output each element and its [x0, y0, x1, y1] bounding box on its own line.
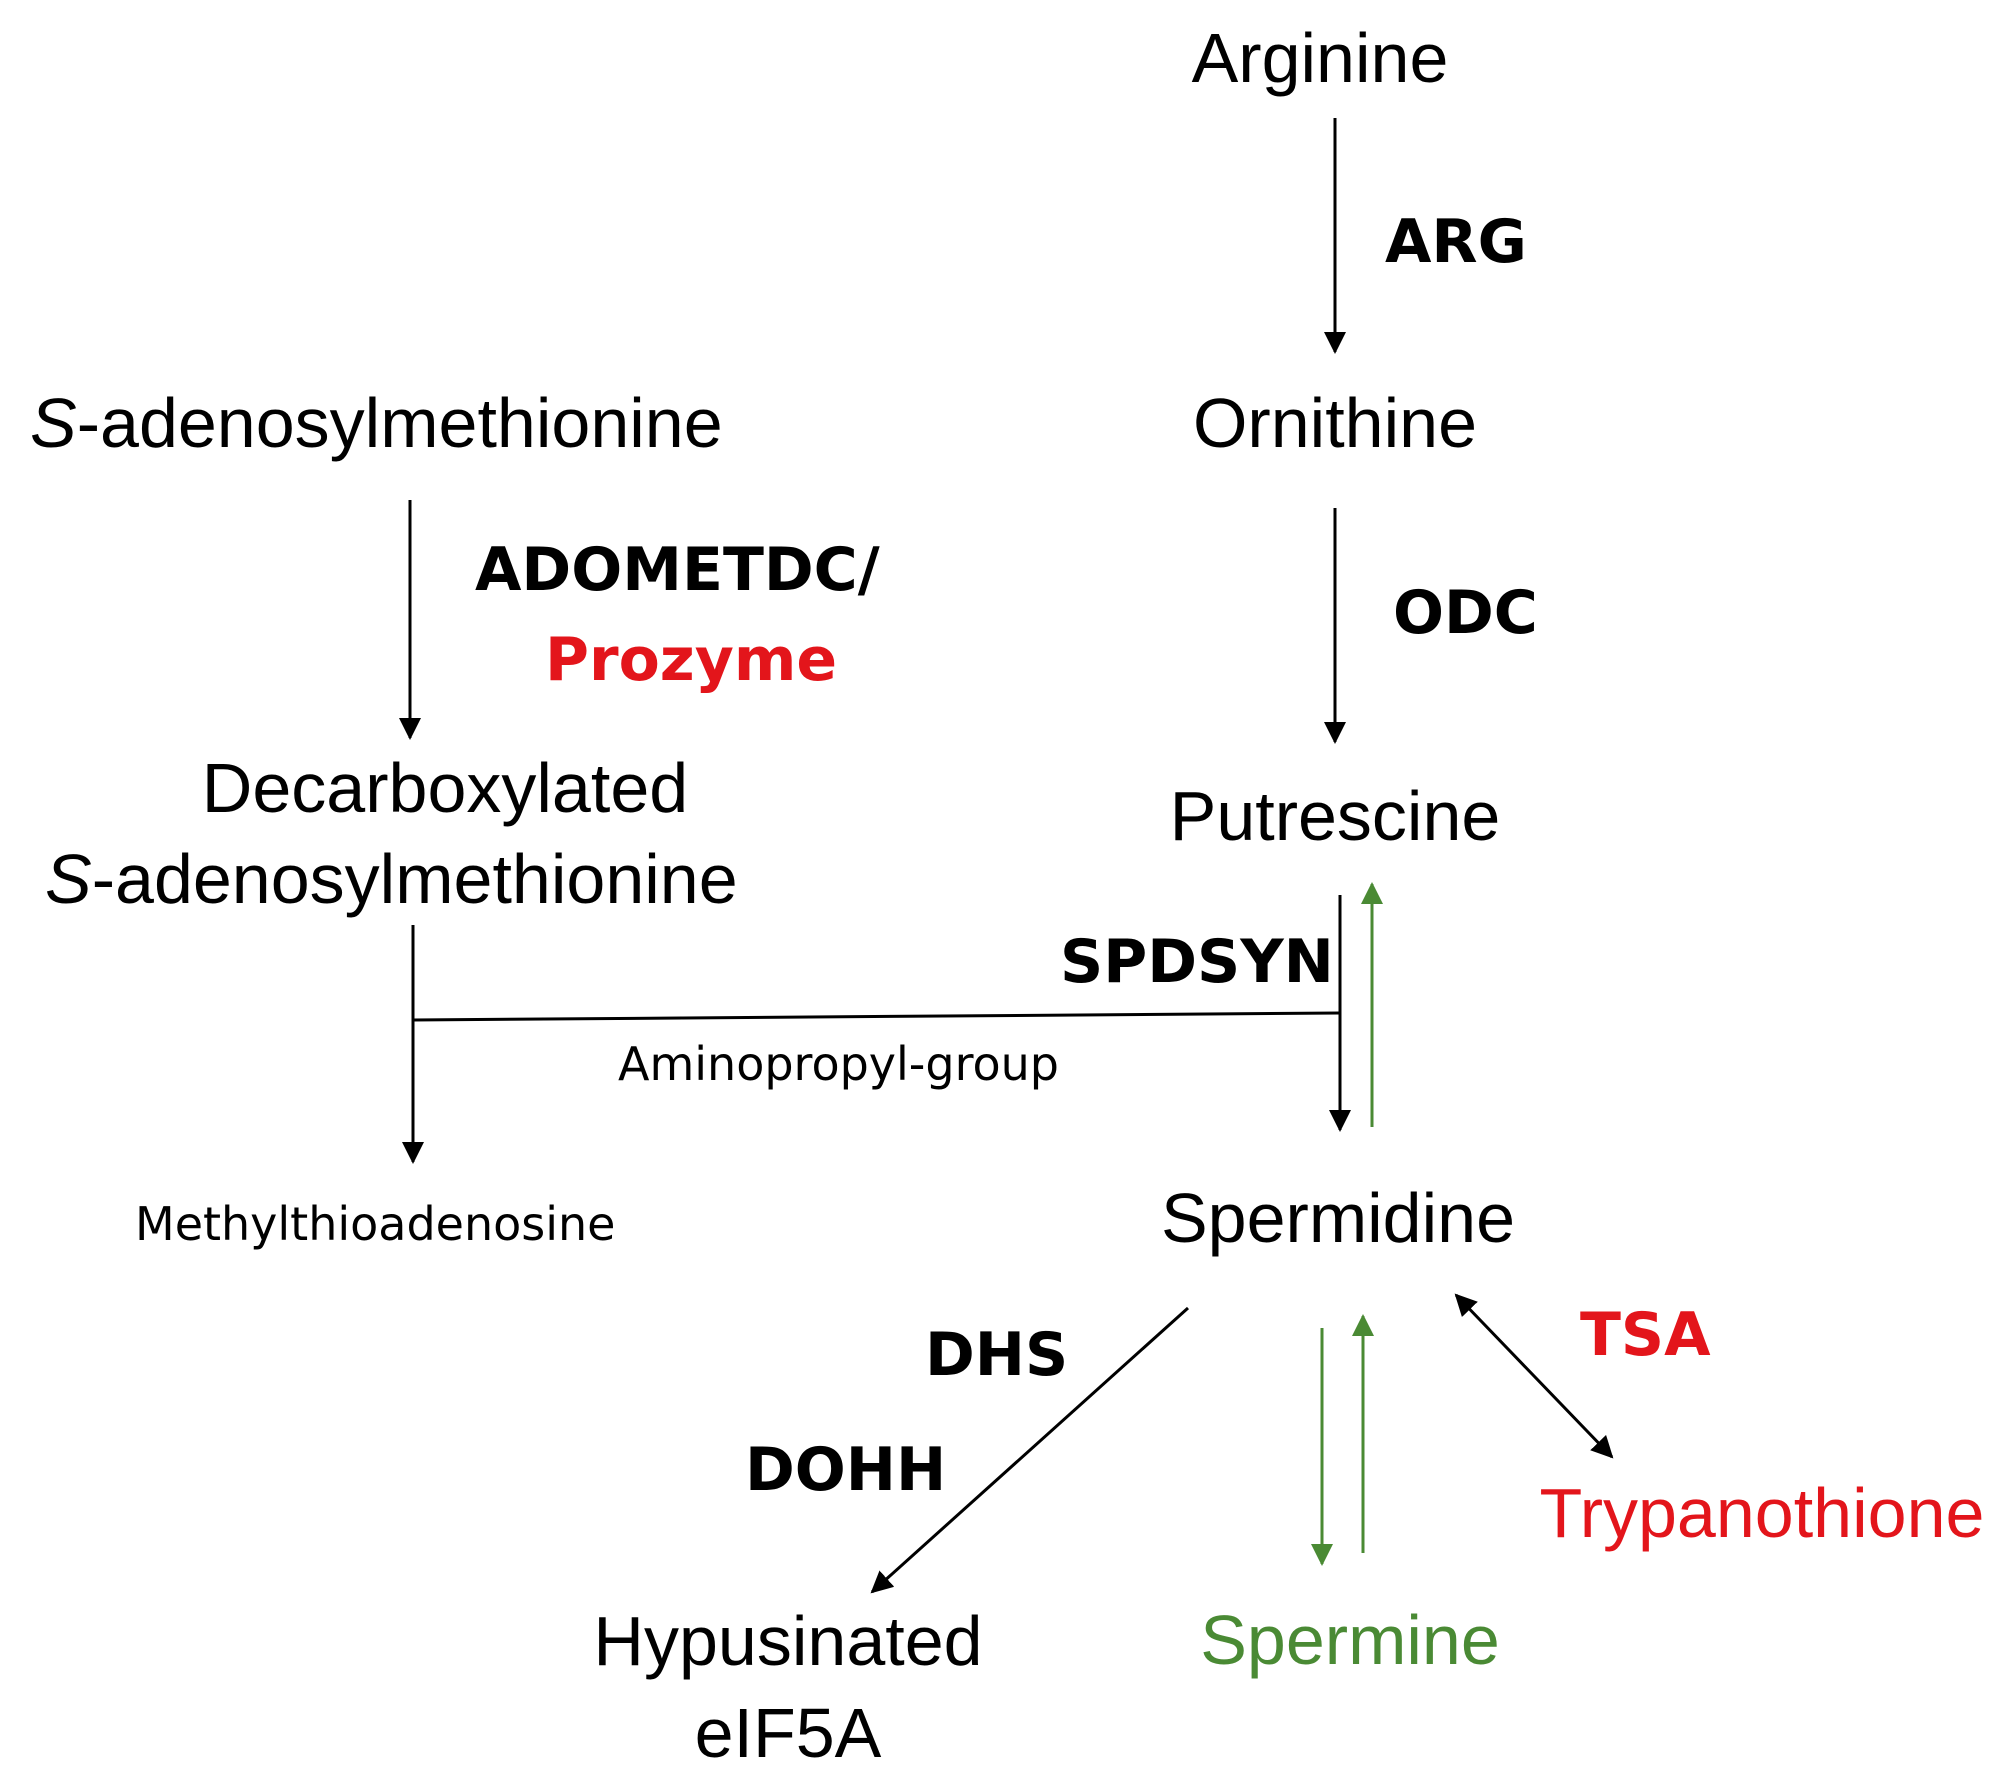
node-spermine: Spermine [1200, 1601, 1500, 1679]
node-sam: S-adenosylmethionine [30, 384, 723, 462]
dcsam-s-prefix: S [45, 840, 92, 918]
label-aminopropyl-group: Aminopropyl-group [618, 1037, 1059, 1091]
enzyme-dhs: DHS [925, 1320, 1068, 1390]
aminopropyl-transfer-line [412, 1011, 1341, 1022]
node-ornithine: Ornithine [1193, 384, 1477, 462]
node-methylthioadenosine: Methylthioadenosine [135, 1197, 615, 1251]
dcsam-name: -adenosylmethionine [92, 840, 738, 918]
sam-s-prefix: S [30, 384, 77, 462]
enzyme-adometdc: ADOMETDC/ [475, 535, 880, 605]
enzyme-spdsyn: SPDSYN [1060, 927, 1334, 997]
node-spermidine: Spermidine [1161, 1179, 1515, 1257]
node-hypusinated-eif5a-line2: eIF5A [695, 1694, 882, 1772]
node-arginine: Arginine [1192, 19, 1449, 97]
node-dcsam-line1: Decarboxylated [202, 749, 688, 827]
node-putrescine: Putrescine [1170, 777, 1501, 855]
node-hypusinated-eif5a-line1: Hypusinated [593, 1602, 982, 1680]
node-dcsam-line2: S-adenosylmethionine [45, 840, 738, 918]
enzyme-dohh: DOHH [745, 1435, 946, 1505]
enzyme-arg: ARG [1385, 207, 1527, 277]
enzyme-prozyme: Prozyme [545, 625, 837, 695]
arrow-spermidine-trypanothione [1454, 1293, 1614, 1459]
arrow-spermidine-eif5a [870, 1306, 1190, 1594]
enzyme-odc: ODC [1393, 578, 1538, 648]
enzyme-tsa: TSA [1580, 1300, 1711, 1370]
node-trypanothione: Trypanothione [1540, 1474, 1985, 1552]
sam-name: -adenosylmethionine [77, 384, 723, 462]
